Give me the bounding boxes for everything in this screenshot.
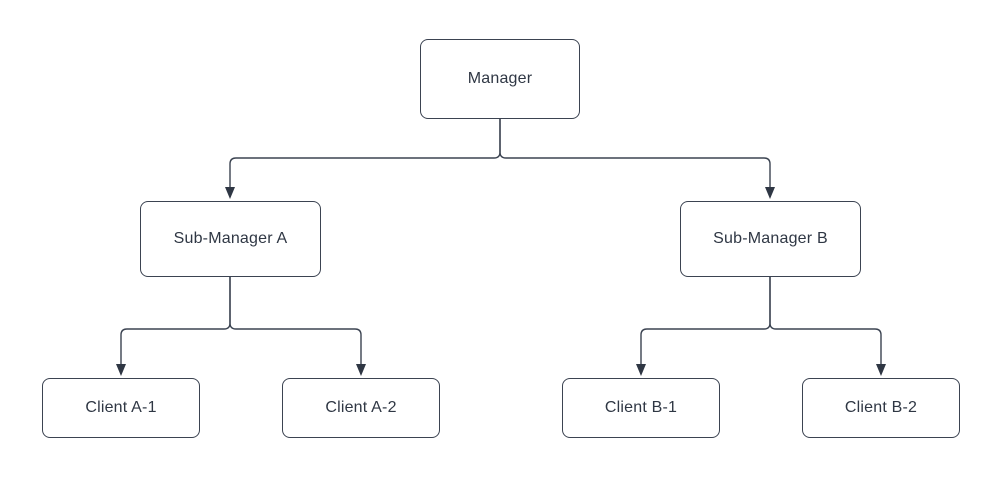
- arrowhead-client-a1: [116, 364, 126, 376]
- arrowhead-client-b1: [636, 364, 646, 376]
- node-sub-manager-b[interactable]: Sub-Manager B: [680, 201, 861, 277]
- arrowhead-client-b2: [876, 364, 886, 376]
- connector-sub-b-to-client-b1: [640, 277, 771, 364]
- node-client-b1-label: Client B-1: [604, 399, 678, 416]
- arrowhead-client-a2: [356, 364, 366, 376]
- arrowhead-sub-a: [225, 187, 235, 199]
- node-manager[interactable]: Manager: [420, 39, 580, 119]
- connector-sub-b-to-client-b2: [769, 277, 882, 364]
- node-client-a2-label: Client A-2: [325, 399, 397, 416]
- node-client-a2[interactable]: Client A-2: [282, 378, 440, 438]
- connector-sub-a-to-client-a1: [120, 277, 231, 364]
- node-manager-label: Manager: [467, 70, 533, 87]
- node-client-b2-label: Client B-2: [844, 399, 918, 416]
- connector-manager-to-sub-b: [499, 119, 771, 187]
- node-client-a1[interactable]: Client A-1: [42, 378, 200, 438]
- arrowhead-sub-b: [765, 187, 775, 199]
- node-sub-manager-a[interactable]: Sub-Manager A: [140, 201, 321, 277]
- node-client-b2[interactable]: Client B-2: [802, 378, 960, 438]
- node-sub-manager-b-label: Sub-Manager B: [713, 230, 828, 247]
- node-sub-manager-a-label: Sub-Manager A: [173, 230, 288, 247]
- node-client-a1-label: Client A-1: [85, 399, 157, 416]
- connector-manager-to-sub-a: [229, 119, 501, 187]
- connector-sub-a-to-client-a2: [229, 277, 362, 364]
- node-client-b1[interactable]: Client B-1: [562, 378, 720, 438]
